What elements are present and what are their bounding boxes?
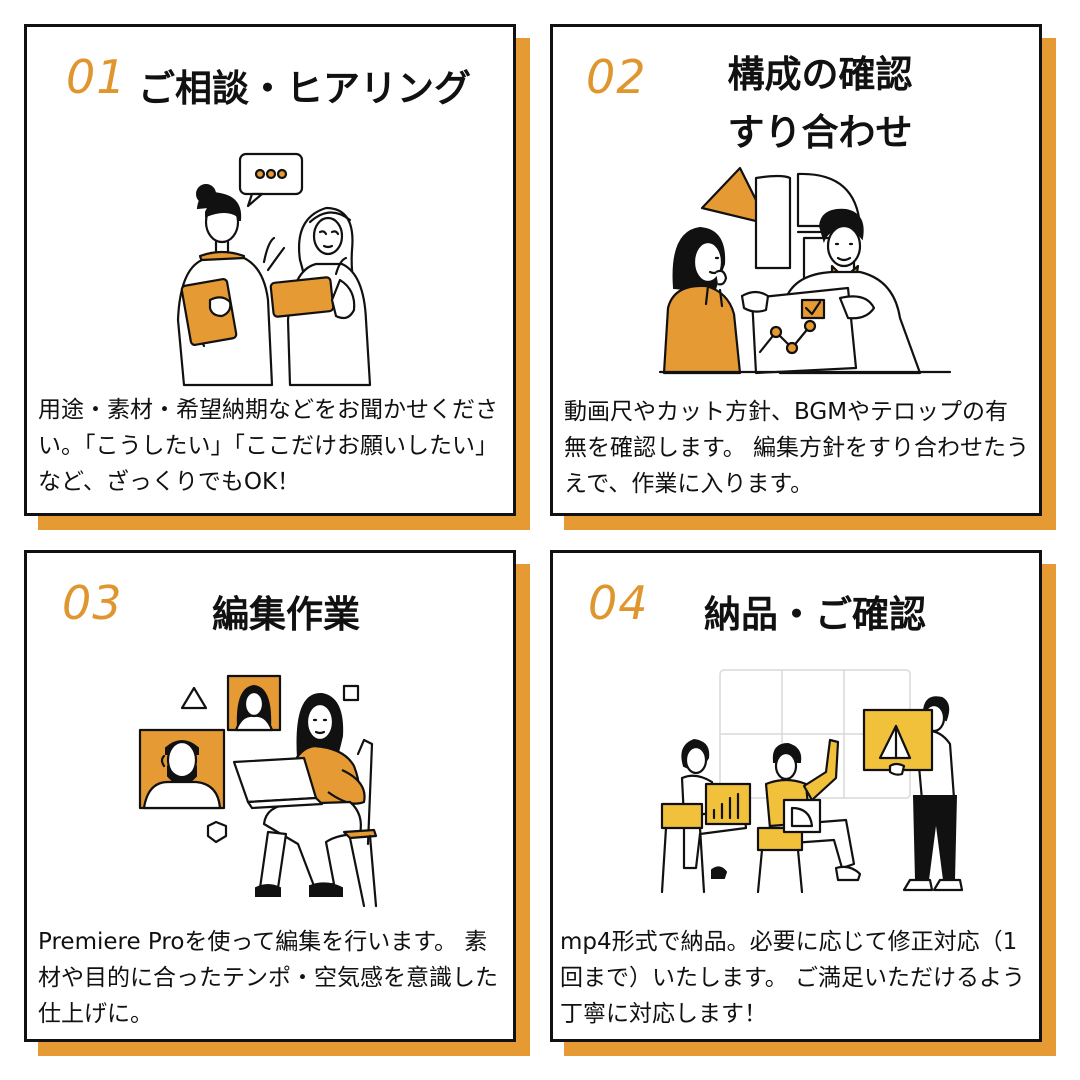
card-body: [550, 24, 1042, 516]
step-title: 編集作業: [212, 593, 360, 636]
step-title: ご相談・ヒアリング: [138, 67, 471, 110]
step-description: mp4形式で納品。必要に応じて修正対応（1回まで）いたします。 ご満足いただける…: [560, 929, 1026, 1027]
step-description: Premiere Proを使って編集を行います。 素材や目的に合ったテンポ・空気…: [38, 929, 498, 1027]
step-number: 03: [62, 576, 123, 630]
triangle-chart-icon: [700, 166, 770, 226]
step-title-line-2: すり合わせ: [727, 111, 913, 154]
woman-figure: [662, 226, 742, 375]
two-women-talking-illustration: [176, 152, 372, 387]
avatar-frame-woman: [226, 674, 282, 732]
card-body: [24, 24, 516, 516]
square-shape-icon: [342, 684, 360, 702]
video-editing-illustration: [138, 674, 378, 908]
chart-document-icon: [740, 286, 876, 375]
step-description: 用途・素材・希望納期などをお聞かせください。「こうしたい」「ここだけお願いしたい…: [38, 397, 498, 495]
woman-editor-figure: [232, 692, 378, 908]
woman-seated-figure: [660, 738, 752, 894]
man-standing-figure: [862, 696, 964, 892]
delivery-team-illustration: [660, 669, 964, 894]
step-number: 01: [66, 50, 127, 104]
step-number: 04: [588, 576, 649, 630]
avatar-frame-man: [138, 728, 226, 810]
step-number: 02: [586, 50, 647, 104]
woman-left-figure: [176, 184, 286, 387]
step-title-line-1: 構成の確認: [727, 53, 913, 96]
man-seated-figure: [756, 738, 862, 894]
step-description: 動画尺やカット方針、BGMやテロップの有無を確認します。 編集方針をすり合わせた…: [564, 399, 1030, 497]
speech-bubble-icon: [238, 152, 304, 208]
step-title: 納品・ご確認: [704, 593, 926, 636]
bar-chart-board-icon: [704, 782, 752, 826]
chart-review-illustration: [658, 166, 952, 375]
triangle-shape-icon: [180, 686, 208, 710]
hexagon-shape-icon: [206, 820, 228, 844]
quarter-circle-board-icon: [782, 798, 822, 834]
woman-right-figure: [269, 206, 372, 387]
